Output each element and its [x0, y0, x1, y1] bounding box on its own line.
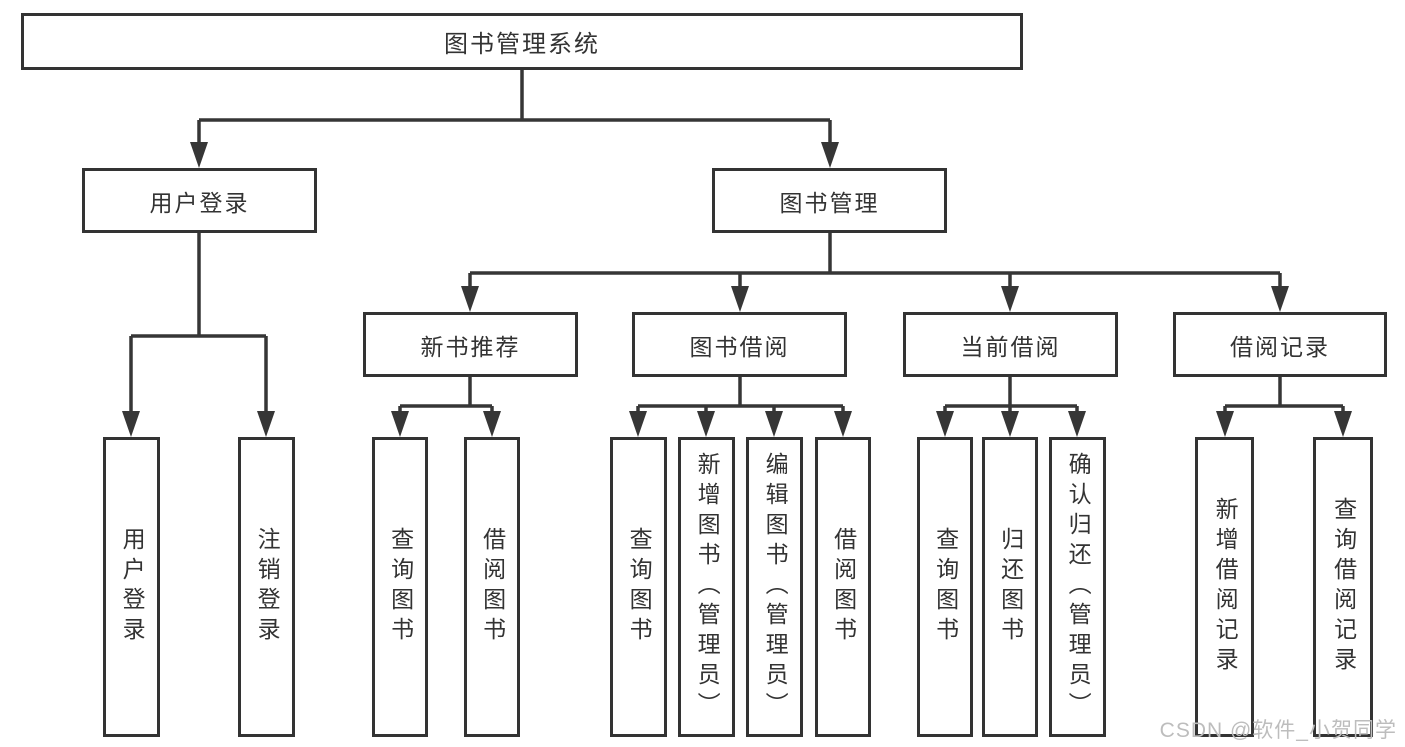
node-root-label: 图书管理系统: [444, 31, 600, 58]
leaf-query-borrow-record: 查询借阅记录: [1313, 437, 1373, 737]
leaf-logout: 注销登录: [238, 437, 295, 737]
leaf-borrow-books-label: 借阅图书: [830, 527, 857, 647]
node-borrowing-records: 借阅记录: [1173, 312, 1387, 377]
leaf-add-books-admin: 新增图书（管理员）: [678, 437, 735, 737]
node-borrowing-records-label: 借阅记录: [1230, 333, 1330, 360]
node-root-system: 图书管理系统: [21, 13, 1023, 70]
node-new-book-recommend-label: 新书推荐: [420, 333, 521, 360]
leaf-user-login-label: 用户登录: [119, 527, 146, 647]
leaf-query-books-current: 查询图书: [917, 437, 973, 737]
leaf-add-borrow-record: 新增借阅记录: [1195, 437, 1254, 737]
node-current-borrowing: 当前借阅: [903, 312, 1118, 377]
leaf-query-borrow-record-label: 查询借阅记录: [1330, 497, 1357, 677]
leaf-query-books-current-label: 查询图书: [932, 527, 959, 647]
leaf-user-login: 用户登录: [103, 437, 160, 737]
leaf-query-books-recommend-label: 查询图书: [387, 527, 414, 647]
connector-line: [129, 69, 1345, 420]
leaf-query-books-borrowing-label: 查询图书: [626, 527, 653, 647]
leaf-return-books-label: 归还图书: [997, 527, 1024, 647]
arrowhead-icon: [122, 142, 1352, 437]
node-user-login: 用户登录: [82, 168, 317, 233]
leaf-edit-books-admin: 编辑图书（管理员）: [746, 437, 803, 737]
leaf-query-books-borrowing: 查询图书: [610, 437, 667, 737]
leaf-confirm-return-admin: 确认归还（管理员）: [1049, 437, 1106, 737]
leaf-borrow-books-recommend-label: 借阅图书: [479, 527, 506, 647]
leaf-confirm-return-admin-label: 确认归还（管理员）: [1065, 452, 1092, 722]
leaf-return-books: 归还图书: [982, 437, 1038, 737]
node-new-book-recommend: 新书推荐: [363, 312, 578, 377]
leaf-borrow-books: 借阅图书: [815, 437, 871, 737]
leaf-borrow-books-recommend: 借阅图书: [464, 437, 520, 737]
leaf-add-borrow-record-label: 新增借阅记录: [1212, 497, 1239, 677]
leaf-logout-label: 注销登录: [254, 527, 281, 647]
node-book-management-label: 图书管理: [779, 189, 880, 216]
node-book-borrowing: 图书借阅: [632, 312, 847, 377]
leaf-query-books-recommend: 查询图书: [372, 437, 428, 737]
node-current-borrowing-label: 当前借阅: [960, 333, 1061, 360]
node-user-login-label: 用户登录: [149, 189, 250, 216]
node-book-borrowing-label: 图书借阅: [689, 333, 790, 360]
leaf-edit-books-admin-label: 编辑图书（管理员）: [762, 452, 789, 722]
node-book-management: 图书管理: [712, 168, 947, 233]
csdn-watermark: CSDN @软件_小贺同学: [1159, 719, 1397, 742]
leaf-add-books-admin-label: 新增图书（管理员）: [694, 452, 721, 722]
